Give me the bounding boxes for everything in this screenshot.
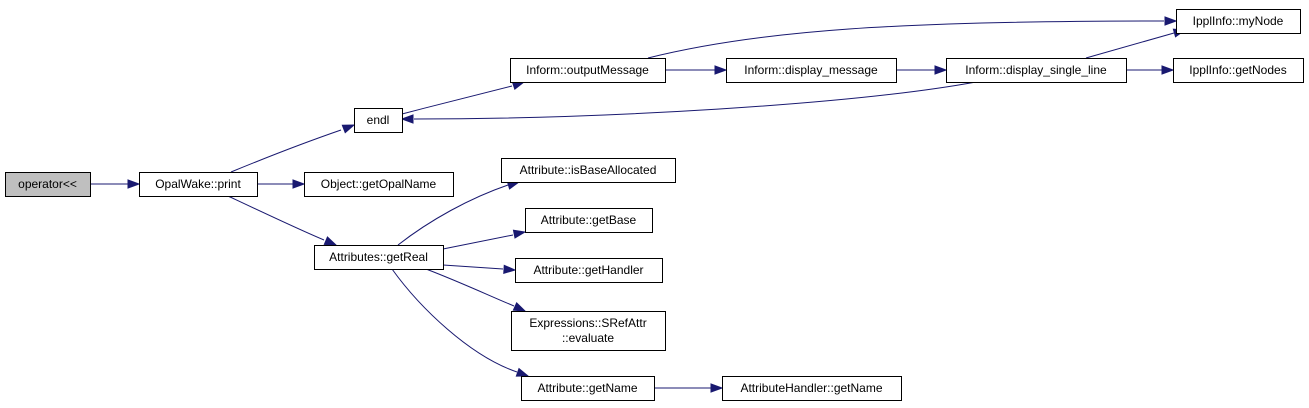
node-operator[interactable]: operator<< — [5, 172, 91, 197]
node-box — [525, 208, 653, 233]
arrowhead-icon — [1161, 65, 1175, 75]
arrowhead-icon — [710, 383, 724, 393]
edge-endl-to-inform_outputmessage — [401, 81, 526, 115]
node-label: Inform::outputMessage — [526, 63, 649, 77]
arrowhead-icon — [323, 236, 338, 246]
node-label: Attribute::getName — [537, 381, 637, 395]
edge-line — [397, 184, 509, 246]
node-box — [510, 58, 666, 83]
node-box — [354, 108, 403, 133]
edge-opalwake_print-to-attributes_getreal — [227, 195, 338, 246]
arrowhead-icon — [512, 229, 527, 239]
node-box — [5, 172, 91, 197]
edge-line — [647, 20, 1165, 59]
edge-attributes_getreal-to-attribute_getname — [391, 268, 530, 377]
node-inform-outputmessage[interactable]: Inform::outputMessage — [510, 58, 666, 83]
edge-line — [413, 81, 977, 120]
node-attribute-getbase[interactable]: Attribute::getBase — [525, 208, 653, 233]
edge-line — [230, 129, 342, 173]
node-box — [1173, 58, 1304, 83]
node-attributehandler-getname[interactable]: AttributeHandler::getName — [722, 376, 902, 401]
node-box — [511, 311, 666, 351]
node-box — [521, 376, 655, 401]
edge-attributes_getreal-to-attribute_gethandler — [442, 264, 517, 275]
node-label: Object::getOpalName — [321, 177, 437, 191]
node-box — [722, 376, 902, 401]
arrowhead-icon — [1164, 16, 1178, 26]
edge-attribute_getname-to-attributehandler_getname — [654, 383, 724, 393]
arrowhead-icon — [127, 179, 141, 189]
edge-opalwake_print-to-object_getopalname — [257, 179, 306, 189]
node-label: Attribute::getBase — [541, 213, 637, 227]
node-label: ::evaluate — [562, 331, 614, 345]
node-ipplinfo-mynode[interactable]: IpplInfo::myNode — [1176, 9, 1301, 34]
edge-layer — [90, 16, 1187, 393]
node-inform-display-message[interactable]: Inform::display_message — [726, 58, 897, 83]
arrowhead-icon — [400, 114, 414, 124]
edge-inform_display_single_line-to-endl — [400, 81, 977, 124]
node-opalwake-print[interactable]: OpalWake::print — [139, 172, 258, 197]
node-expressions-srefattr-evaluate[interactable]: Expressions::SRefAttr::evaluate — [511, 311, 666, 351]
node-box — [726, 58, 897, 83]
node-box — [501, 158, 676, 183]
edge-line — [1085, 32, 1175, 59]
node-box — [515, 258, 663, 283]
node-label: Attribute::isBaseAllocated — [520, 163, 657, 177]
node-label: IpplInfo::getNodes — [1189, 63, 1286, 77]
node-label: endl — [367, 113, 390, 127]
node-box — [139, 172, 258, 197]
node-object-getopalname[interactable]: Object::getOpalName — [304, 172, 454, 197]
node-label: Expressions::SRefAttr — [529, 316, 646, 330]
node-label: Inform::display_single_line — [965, 63, 1107, 77]
edge-inform_outputmessage-to-inform_display_message — [665, 65, 728, 75]
node-box — [1176, 9, 1301, 34]
edge-line — [401, 85, 513, 115]
arrowhead-icon — [512, 301, 527, 312]
node-label: operator<< — [18, 177, 77, 191]
edge-inform_display_message-to-inform_display_single_line — [896, 65, 948, 75]
arrowhead-icon — [934, 65, 948, 75]
node-attribute-isbaseallocated[interactable]: Attribute::isBaseAllocated — [501, 158, 676, 183]
node-label: Attribute::getHandler — [533, 263, 643, 277]
edge-line — [425, 268, 515, 307]
node-label: Inform::display_message — [744, 63, 878, 77]
node-label: Attributes::getReal — [329, 250, 428, 264]
node-label: AttributeHandler::getName — [740, 381, 882, 395]
node-endl[interactable]: endl — [354, 108, 403, 133]
node-layer: operator<< OpalWake::print endlObject::get… — [5, 9, 1304, 401]
node-ipplinfo-getnodes[interactable]: IpplInfo::getNodes — [1173, 58, 1304, 83]
arrowhead-icon — [714, 65, 728, 75]
arrowhead-icon — [503, 264, 517, 275]
node-label: IpplInfo::myNode — [1193, 14, 1284, 28]
edge-inform_outputmessage-to-ipplinfo_mynode — [647, 16, 1178, 59]
arrowhead-icon — [341, 124, 356, 134]
node-label: OpalWake::print — [155, 177, 241, 191]
node-attribute-gethandler[interactable]: Attribute::getHandler — [515, 258, 663, 283]
edge-line — [227, 195, 325, 241]
arrowhead-icon — [515, 367, 530, 377]
node-attribute-getname[interactable]: Attribute::getName — [521, 376, 655, 401]
edge-inform_display_single_line-to-ipplinfo_mynode — [1085, 28, 1187, 59]
edge-line — [442, 234, 514, 250]
edge-line — [442, 264, 504, 270]
edge-attributes_getreal-to-expressions_srefattr_evaluate — [425, 268, 527, 312]
node-box — [946, 58, 1127, 83]
node-box — [314, 245, 444, 270]
edge-inform_display_single_line-to-ipplinfo_getnodes — [1126, 65, 1175, 75]
node-inform-display-single-line[interactable]: Inform::display_single_line — [946, 58, 1127, 83]
edge-opalwake_print-to-endl — [230, 124, 356, 173]
edge-operator-to-opalwake_print — [90, 179, 141, 189]
arrowhead-icon — [292, 179, 306, 189]
node-attributes-getreal[interactable]: Attributes::getReal — [314, 245, 444, 270]
node-box — [304, 172, 454, 197]
edge-line — [391, 268, 518, 373]
edge-attributes_getreal-to-attribute_getbase — [442, 229, 527, 250]
